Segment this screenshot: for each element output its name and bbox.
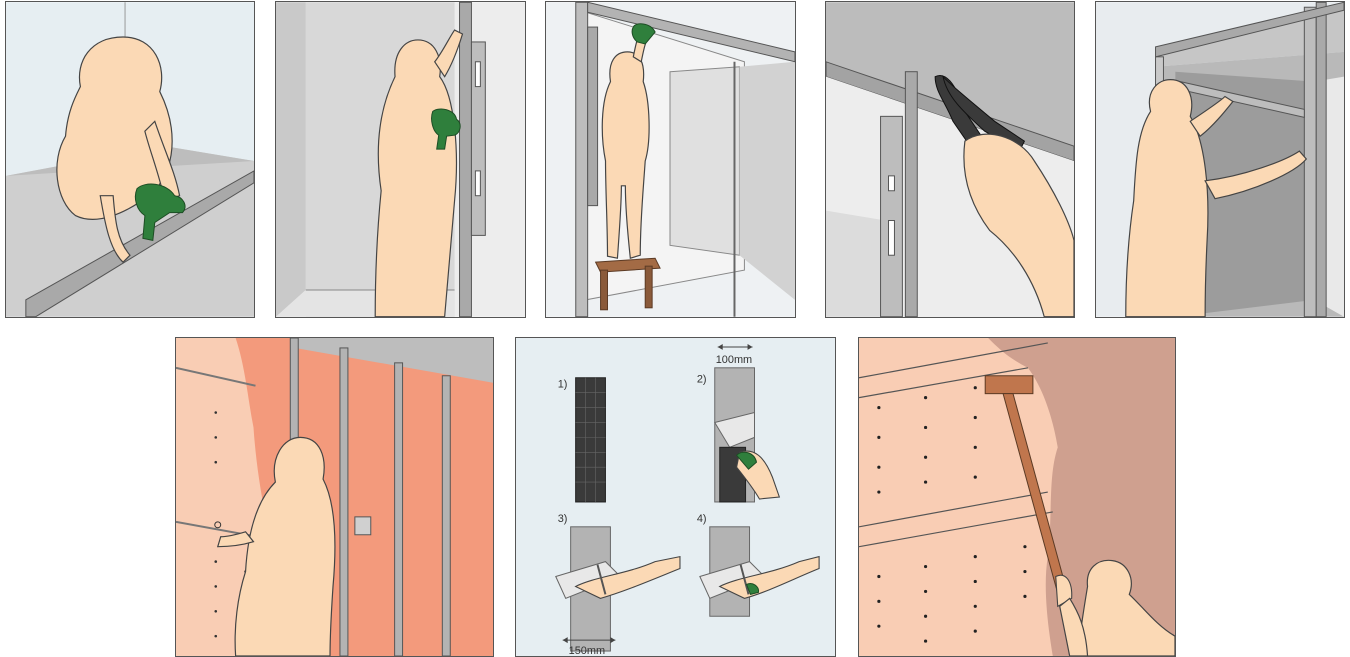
step-4-panel [825, 1, 1075, 318]
step-8-panel [858, 337, 1176, 657]
screw-boards-icon [176, 338, 493, 656]
tape-step-label-2: 2) [697, 374, 707, 386]
crimper-tool-icon [826, 2, 1074, 317]
step-6-panel [175, 337, 494, 657]
hammer-wall-icon [859, 338, 1175, 656]
step-5-panel [1095, 1, 1345, 318]
drill-floor-track-icon [6, 2, 254, 317]
step-2-panel [275, 1, 526, 318]
step-3-panel [545, 1, 796, 318]
tape-step-label-4: 4) [697, 513, 707, 525]
tape-step-label-3: 3) [558, 513, 568, 525]
ceiling-track-stool-icon [546, 2, 795, 317]
drill-wall-stud-icon [276, 2, 525, 317]
step-1-panel [5, 1, 255, 318]
tape-step-label-1: 1) [558, 379, 568, 391]
insert-stud-icon [1096, 2, 1344, 317]
step-7-panel: 1) 2) 100mm 3) 150mm 4) [515, 337, 836, 657]
tape-joint-icon: 1) 2) 100mm 3) 150mm 4) [516, 338, 835, 656]
tape-dim-top-label: 100mm [716, 354, 752, 366]
tape-dim-bottom-label: 150mm [569, 645, 605, 656]
